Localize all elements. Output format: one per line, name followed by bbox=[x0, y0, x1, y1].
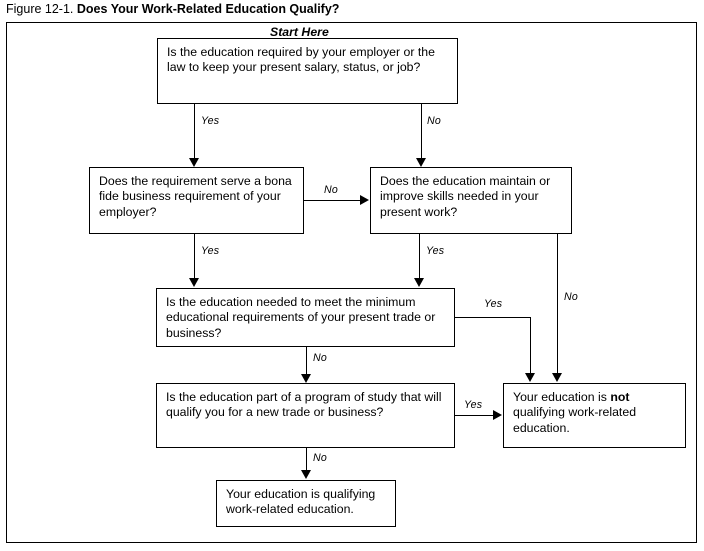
result-not-text-before: Your education is bbox=[513, 390, 611, 404]
edge-line-q5-result-yes bbox=[306, 448, 308, 472]
edge-line-q3-q4 bbox=[419, 234, 421, 279]
edge-line-q1-q3 bbox=[421, 104, 423, 159]
edge-label-q5-result-yes-no: No bbox=[313, 452, 327, 464]
decision-box-q5: Is the education part of a program of st… bbox=[156, 383, 455, 448]
edge-arrow-q4-q5 bbox=[301, 374, 311, 383]
edge-arrow-q5-result-yes bbox=[301, 470, 311, 479]
edge-label-q5-result-not-yes: Yes bbox=[464, 399, 483, 411]
edge-arrow-q1-q2 bbox=[189, 158, 199, 167]
decision-box-q4: Is the education needed to meet the mini… bbox=[156, 288, 455, 347]
edge-line-q3-result-not bbox=[557, 234, 559, 374]
edge-line-q2-q3 bbox=[304, 200, 361, 202]
result-not-text-after: qualifying work-related education. bbox=[513, 405, 637, 435]
edge-label-q3-q4-yes: Yes bbox=[426, 245, 445, 257]
edge-label-q1-q3-no: No bbox=[427, 115, 441, 127]
page-title: Does Your Work-Related Education Qualify… bbox=[76, 2, 340, 16]
result-not-emphasis: not bbox=[610, 390, 630, 404]
result-box-qualifying: Your education is qualifying work-relate… bbox=[216, 480, 396, 527]
edge-label-q2-q3-no: No bbox=[324, 184, 338, 196]
edge-line-q4-q5 bbox=[306, 347, 308, 375]
figure-border bbox=[6, 22, 697, 543]
edge-arrow-q2-q4 bbox=[189, 278, 199, 287]
decision-box-q1: Is the education required by your employ… bbox=[157, 38, 458, 104]
edge-arrow-q1-q3 bbox=[416, 158, 426, 167]
edge-line-q4-result-not-horizontal bbox=[455, 317, 531, 319]
edge-arrow-q5-result-not bbox=[493, 410, 502, 420]
edge-label-q1-q2-yes: Yes bbox=[201, 115, 220, 127]
edge-arrow-q4-result-not bbox=[525, 373, 535, 382]
figure-number: Figure 12-1. bbox=[6, 2, 74, 16]
edge-arrow-q3-result-not bbox=[552, 373, 562, 382]
edge-label-q4-result-not-yes: Yes bbox=[484, 298, 503, 310]
figure-caption: Figure 12-1. Does Your Work-Related Educ… bbox=[6, 2, 339, 17]
edge-line-q1-q2 bbox=[194, 104, 196, 159]
result-box-not-qualifying: Your education is not qualifying work-re… bbox=[503, 383, 686, 448]
start-here-label: Start Here bbox=[270, 25, 329, 39]
edge-label-q2-q4-yes: Yes bbox=[201, 245, 220, 257]
edge-line-q5-result-not bbox=[455, 415, 494, 417]
edge-arrow-q2-q3 bbox=[360, 195, 369, 205]
edge-label-q3-result-not-no: No bbox=[564, 291, 578, 303]
edge-label-q4-q5-no: No bbox=[313, 352, 327, 364]
edge-arrow-q3-q4 bbox=[414, 278, 424, 287]
decision-box-q2: Does the requirement serve a bona fide b… bbox=[89, 167, 304, 234]
edge-line-q4-result-not-vertical bbox=[530, 317, 532, 374]
decision-box-q3: Does the education maintain or improve s… bbox=[370, 167, 572, 234]
edge-line-q2-q4 bbox=[194, 234, 196, 279]
